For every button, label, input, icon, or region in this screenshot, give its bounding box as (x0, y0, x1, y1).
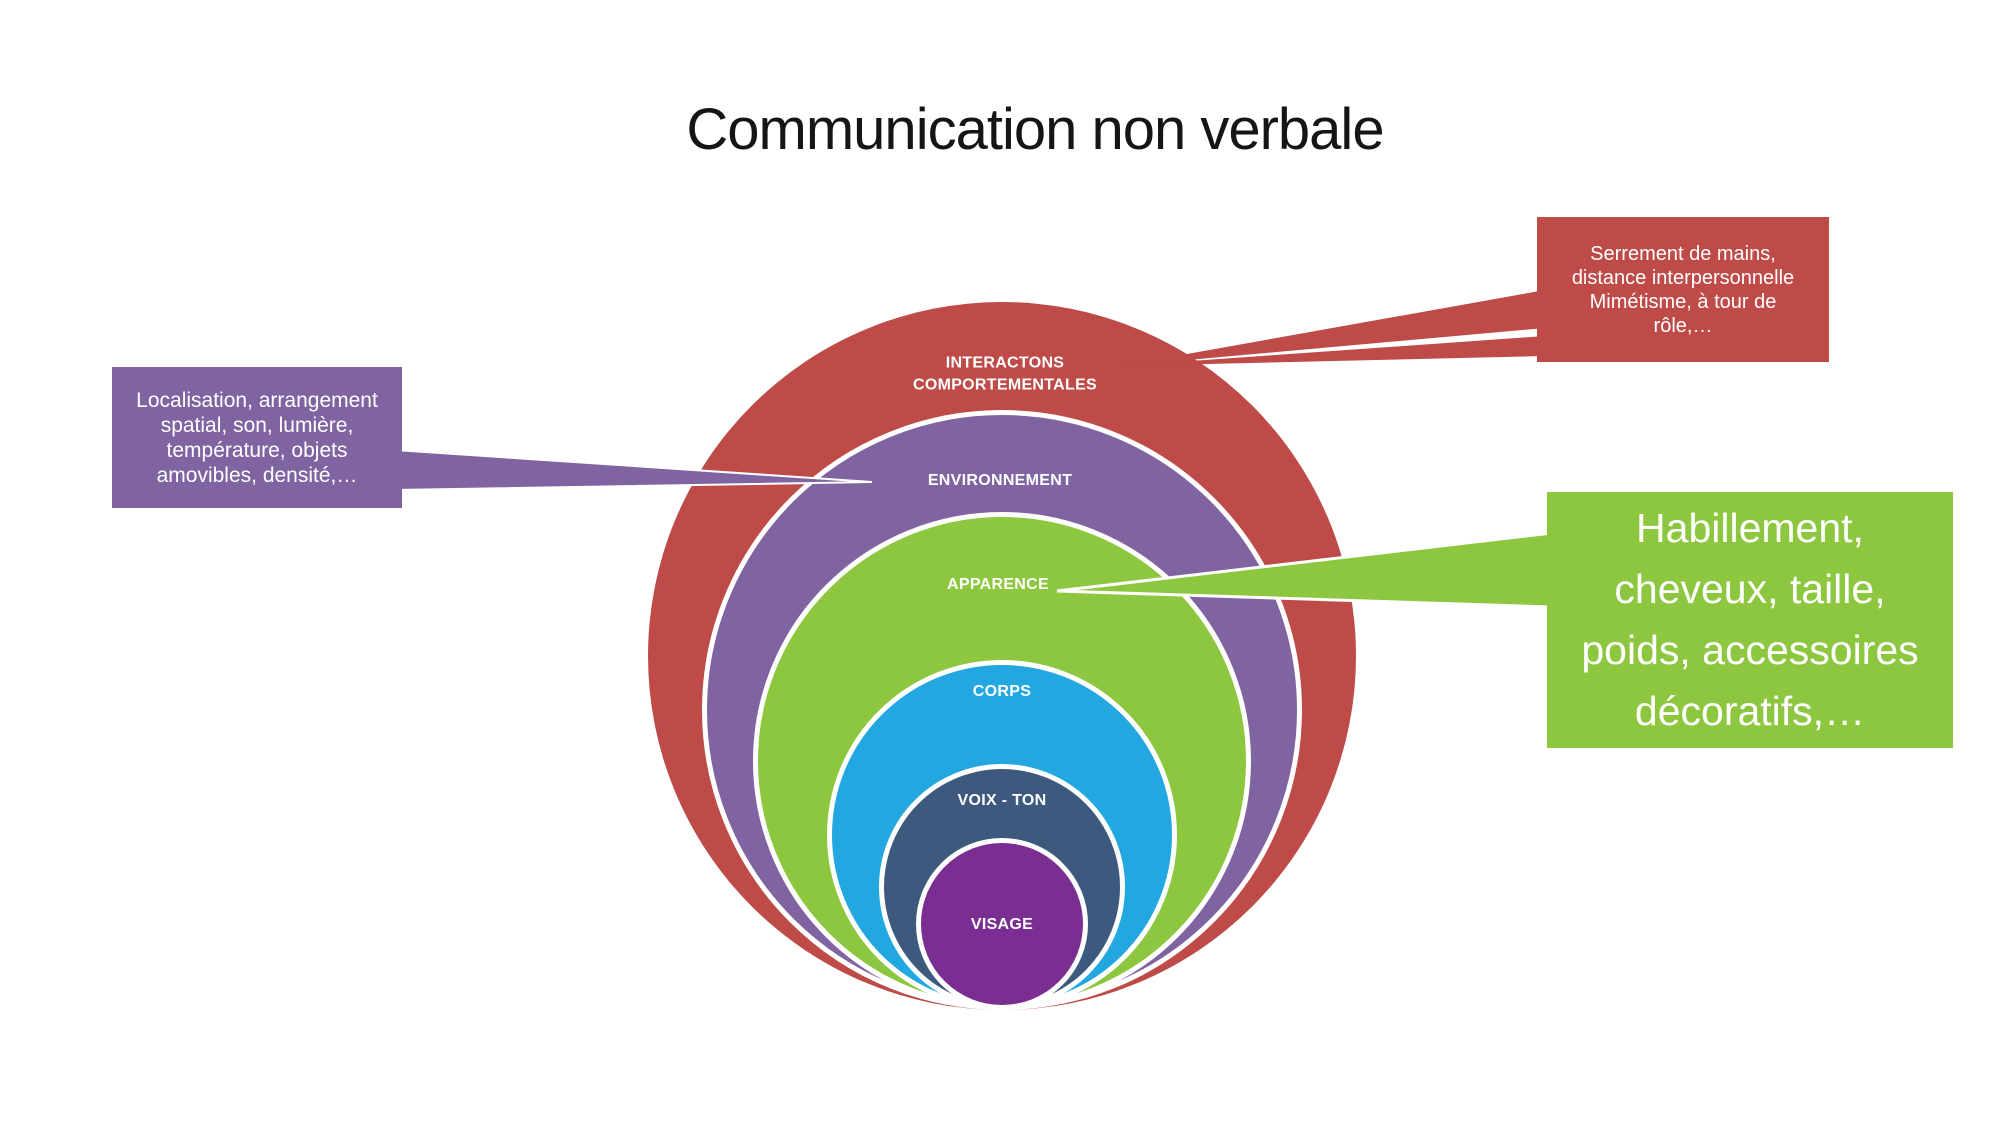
circle-label-voix-ton: VOIX - TON (957, 792, 1047, 810)
callout-environnement: Localisation, arrangement spatial, son, … (112, 367, 402, 508)
circle-label-corps: CORPS (972, 683, 1032, 701)
circle-label-environnement: ENVIRONNEMENT (927, 472, 1073, 490)
circle-label-apparence: APPARENCE (947, 576, 1049, 594)
callout-interactions-comportementales: Serrement de mains, distance interperson… (1537, 217, 1829, 362)
slide-title: Communication non verbale (686, 97, 1384, 162)
circle-visage (916, 838, 1088, 1010)
circle-label-interactions: INTERACTONS COMPORTEMENTALES (912, 354, 1098, 393)
circle-label-visage: VISAGE (970, 916, 1034, 934)
callout-apparence: Habillement, cheveux, taille, poids, acc… (1547, 492, 1953, 748)
